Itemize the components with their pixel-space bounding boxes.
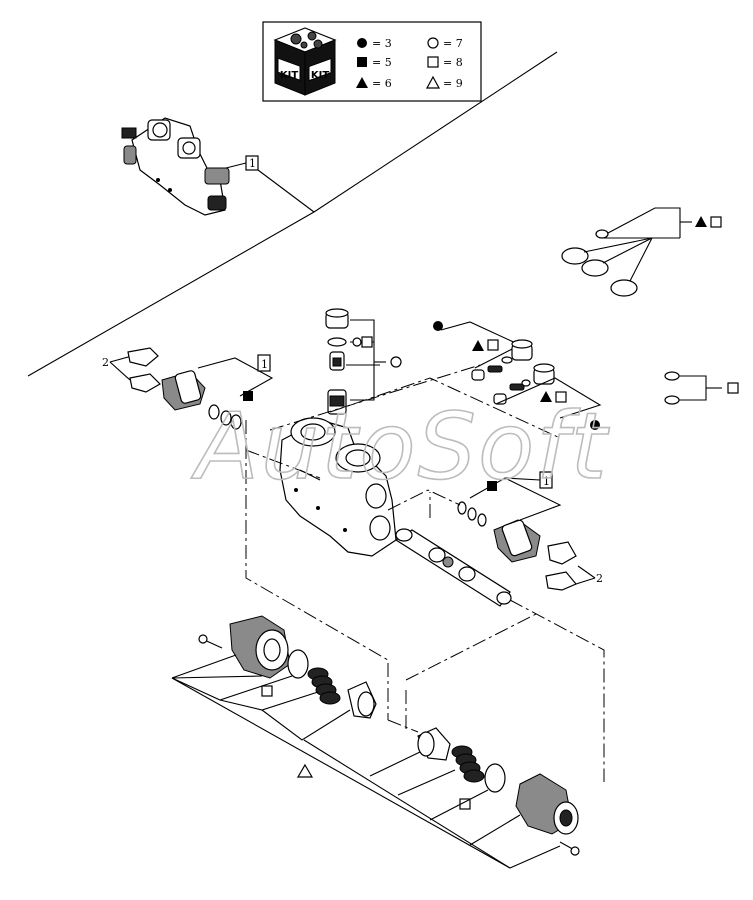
legend-entry-2: = 7: [443, 37, 463, 50]
kit-badge-right: KIT: [311, 70, 329, 81]
valve-body-section: [279, 417, 397, 557]
spring-cap-group-upper: [171, 615, 377, 741]
open-square-icon: [555, 391, 567, 403]
open-square-icon: [710, 216, 722, 228]
kit-badge-left: KIT: [280, 70, 298, 81]
filled-circle-icon: [357, 38, 367, 48]
clip-ref-label-left: 2: [102, 356, 109, 369]
open-triangle-icon: [296, 763, 314, 778]
plug-stack-center: [325, 308, 402, 415]
valve-assembly-thumbnail: 1: [121, 117, 315, 216]
open-circle-icon: [427, 37, 439, 49]
filled-circle-icon: [433, 321, 443, 331]
open-circle-icon: [390, 356, 402, 368]
watermark-text: AutoSoft: [191, 393, 610, 500]
relief-parts-right-upper: [433, 321, 602, 430]
oring-kit-top-right: [561, 207, 722, 297]
spool: [394, 528, 512, 607]
kit-bracket-lines: [171, 677, 511, 869]
legend-entry-5: = 6: [372, 77, 392, 90]
filled-triangle-icon: [356, 77, 368, 88]
kit-legend: KIT KIT = 3 = 7 = 5 = 8 = 6 = 9: [262, 21, 482, 102]
relief-cartridge-right: 1 2: [457, 471, 603, 591]
relief-ref-label-right: 1: [543, 475, 550, 488]
filled-square-icon: [243, 391, 253, 401]
legend-entry-6: = 9: [443, 77, 463, 90]
legend-entry-3: = 5: [372, 56, 392, 69]
clip-ref-label-right: 2: [596, 572, 603, 585]
filled-square-icon: [357, 57, 367, 67]
relief-cartridge-left: 2 1: [102, 347, 274, 430]
assembly-ref-label: 1: [249, 157, 256, 170]
kit-box-icon: KIT KIT: [273, 27, 337, 96]
filled-triangle-icon: [540, 391, 552, 402]
filled-circle-icon: [590, 420, 600, 430]
open-square-icon: [727, 382, 739, 394]
open-square-icon: [487, 339, 499, 351]
spring-lower: [451, 745, 485, 783]
assembly-guide-lines: [245, 364, 605, 782]
legend-entry-1: = 3: [372, 37, 392, 50]
oring-pair-right: [664, 371, 739, 405]
open-triangle-icon: [425, 75, 441, 89]
filled-triangle-icon: [472, 340, 484, 351]
spring-upper: [307, 667, 341, 705]
open-square-icon: [427, 56, 439, 68]
filled-triangle-icon: [695, 216, 707, 227]
open-square-icon: [261, 685, 273, 697]
spring-cap-group-lower: [303, 727, 580, 869]
open-square-icon: [361, 336, 373, 348]
relief-ref-label-left: 1: [261, 358, 268, 371]
legend-entry-4: = 8: [443, 56, 463, 69]
